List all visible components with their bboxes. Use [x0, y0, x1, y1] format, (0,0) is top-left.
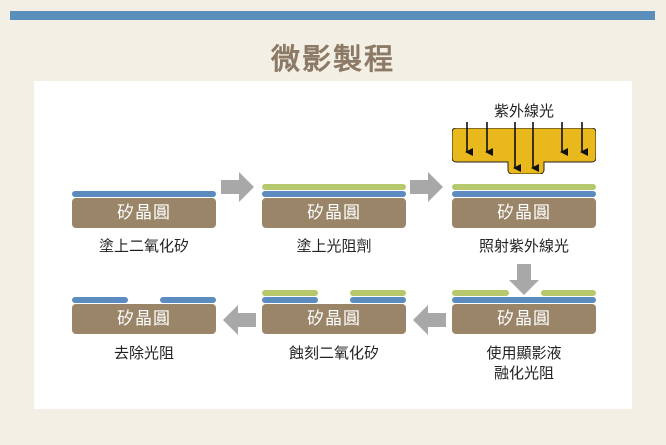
wafer: 矽晶圓: [262, 198, 406, 228]
arrow-left-icon: [413, 305, 446, 335]
photomask: [452, 128, 596, 174]
wafer: 矽晶圓: [452, 198, 596, 228]
sio2-segment: [262, 297, 318, 303]
step-label: 塗上光阻劑: [296, 237, 372, 255]
sio2-layer: [72, 191, 216, 197]
step-label: 塗上二氧化矽: [98, 237, 189, 255]
arrow-down-icon: [509, 264, 539, 295]
arrow-right-icon: [410, 172, 443, 202]
photoresist-segment: [262, 290, 318, 296]
sio2-segment: [350, 297, 406, 303]
photoresist-segment: [452, 290, 509, 296]
wafer: 矽晶圓: [72, 304, 216, 334]
photoresist-segment: [541, 290, 596, 296]
arrow-left-icon: [223, 305, 256, 335]
photoresist-segment: [350, 290, 406, 296]
top-accent-bar: [10, 11, 655, 20]
uv-light-label: 紫外線光: [493, 102, 554, 120]
page-title: 微影製程: [270, 42, 395, 76]
sio2-layer: [262, 191, 406, 197]
wafer: 矽晶圓: [72, 198, 216, 228]
step-label: 照射紫外線光: [478, 237, 569, 255]
step-label: 去除光阻: [113, 344, 174, 362]
sio2-segment: [160, 297, 216, 303]
arrow-right-icon: [221, 172, 254, 202]
sio2-layer: [452, 191, 596, 197]
wafer: 矽晶圓: [452, 304, 596, 334]
step-label: 使用顯影液 融化光阻: [486, 344, 562, 382]
photoresist-layer: [262, 184, 406, 190]
sio2-layer: [452, 297, 596, 303]
sio2-segment: [72, 297, 128, 303]
photoresist-layer: [452, 184, 596, 190]
wafer: 矽晶圓: [262, 304, 406, 334]
step-label: 蝕刻二氧化矽: [288, 344, 379, 362]
